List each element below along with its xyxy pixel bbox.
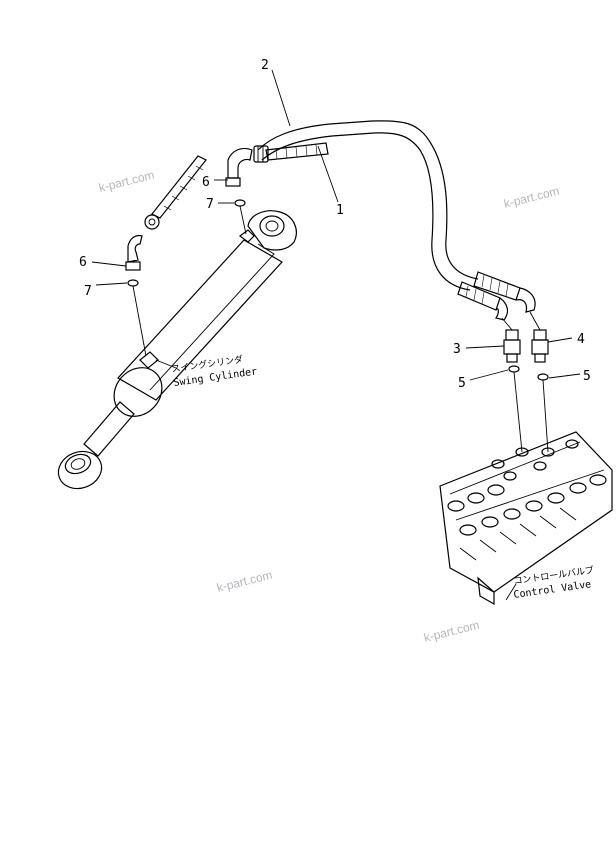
o-ring — [508, 365, 520, 373]
callout-6-left: 6 — [79, 255, 87, 270]
callout-5-left: 5 — [458, 376, 466, 391]
o-ring — [127, 279, 139, 287]
callout-4: 4 — [577, 332, 585, 347]
callout-1: 1 — [336, 203, 344, 218]
hose-part-1 — [253, 142, 329, 163]
o-ring — [234, 199, 246, 207]
hose-left — [144, 155, 207, 230]
watermark: k-part.com — [97, 168, 155, 195]
adapter-part-4 — [531, 329, 549, 363]
o-ring — [537, 373, 549, 381]
control-valve — [439, 431, 613, 606]
elbow-fitting-upper — [225, 147, 253, 187]
watermark: k-part.com — [215, 568, 273, 595]
elbow-fitting-left — [125, 234, 143, 271]
watermark: k-part.com — [502, 184, 560, 211]
callout-2: 2 — [261, 58, 269, 73]
swing-cylinder — [57, 210, 297, 490]
adapter-part-3 — [503, 329, 521, 363]
watermark: k-part.com — [422, 618, 480, 645]
callout-5-right: 5 — [583, 369, 591, 384]
callout-6-upper: 6 — [202, 175, 210, 190]
callout-3: 3 — [453, 342, 461, 357]
callout-7-left: 7 — [84, 284, 92, 299]
tube-assembly — [257, 120, 536, 321]
callout-7-upper: 7 — [206, 197, 214, 212]
